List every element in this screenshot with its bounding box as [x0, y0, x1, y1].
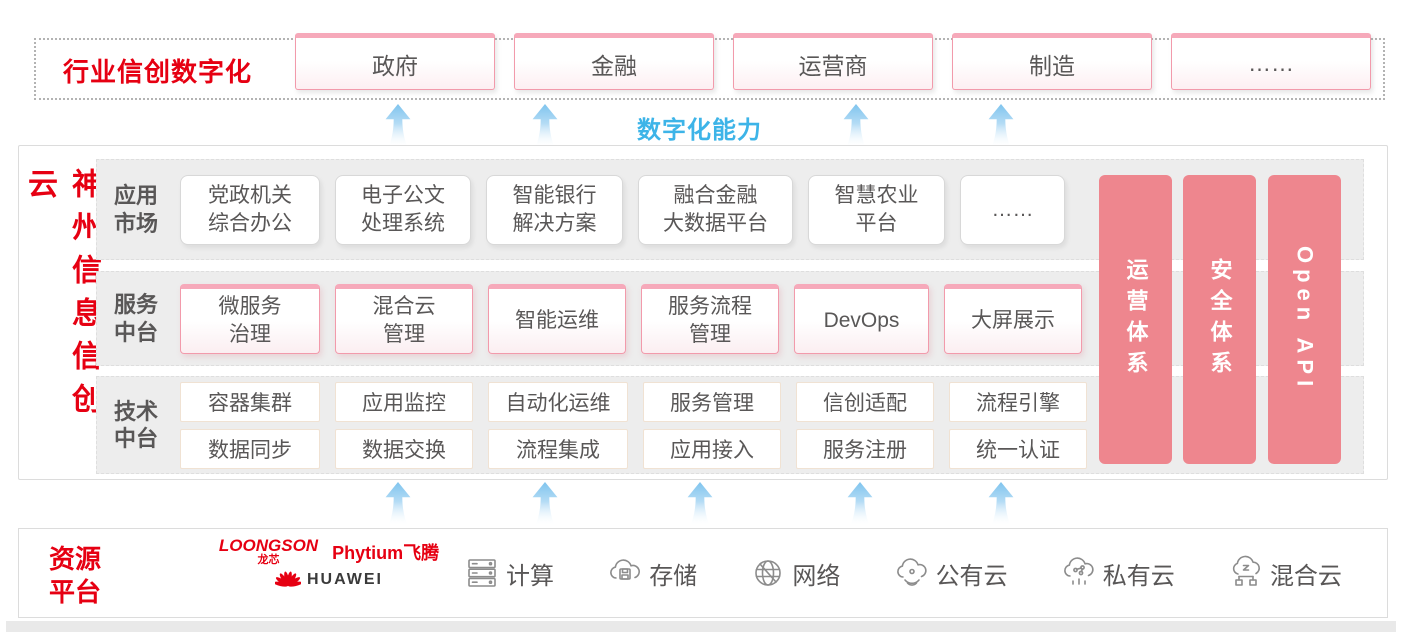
up-arrow-icon [532, 104, 558, 148]
resource-item-label: 网络 [792, 562, 841, 590]
service-box: 服务流程 管理 [641, 283, 779, 354]
platform-vertical-title: 神州信息信创云 [23, 168, 100, 426]
loongson-wordmark: LOONGSON [218, 536, 319, 555]
up-arrow-icon [687, 482, 713, 526]
tech-box: 容器集群 [180, 381, 320, 422]
tech-middle-label: 技术 中台 [114, 398, 159, 452]
industry-box-manufacturing: 制造 [952, 33, 1152, 90]
tech-box: 信创适配 [796, 381, 934, 422]
up-arrow-icon [385, 482, 411, 526]
resource-item-label: 计算 [506, 562, 554, 590]
cloud-platform-panel: 神州信息信创云 应用 市场 党政机关 综合办公 电子公文 处理系统 智能银行 解… [18, 145, 1388, 480]
tech-box: 应用接入 [643, 428, 781, 469]
tech-box: 自动化运维 [488, 381, 628, 422]
industry-box-government: 政府 [295, 33, 495, 90]
vendor-logos: LOONGSON 龙芯 Phytium飞腾 [209, 537, 449, 592]
resource-platform-panel: 资源 平台 LOONGSON 龙芯 Phytium飞腾 [18, 528, 1388, 618]
industry-boxes: 政府 金融 运营商 制造 …… [295, 33, 1371, 90]
service-middle-boxes: 微服务 治理 混合云 管理 智能运维 服务流程 管理 DevOps 大屏展示 [180, 283, 1082, 354]
resource-item-label: 公有云 [935, 562, 1008, 590]
app-market-band: 应用 市场 党政机关 综合办公 电子公文 处理系统 智能银行 解决方案 融合金融… [96, 159, 1364, 260]
tech-box: 流程集成 [488, 428, 628, 469]
capability-label: 数字化能力 [637, 117, 762, 144]
huawei-logo: HUAWEI [275, 568, 383, 592]
resource-item-network: 网络 [750, 555, 840, 591]
resource-item-storage: 存储 [607, 555, 697, 591]
industry-banner-title: 行业信创数字化 [63, 57, 253, 87]
loongson-logo: LOONGSON 龙芯 [219, 537, 318, 566]
app-box-more: …… [960, 174, 1065, 245]
loongson-cn-label: 龙芯 [257, 554, 280, 566]
resource-platform-title: 资源 平台 [49, 544, 102, 607]
up-arrow-icon [988, 104, 1014, 148]
app-box: 智慧农业 平台 [808, 174, 945, 245]
sidebar-operation-system: 运营体系 [1099, 175, 1172, 464]
phytium-logo: Phytium飞腾 [332, 543, 440, 563]
huawei-wordmark: HUAWEI [307, 571, 383, 588]
resource-item-label: 私有云 [1102, 562, 1175, 590]
resource-item-label: 混合云 [1269, 562, 1342, 590]
tech-box: 流程引擎 [949, 381, 1087, 422]
service-box: 混合云 管理 [335, 283, 473, 354]
tech-box: 服务注册 [796, 428, 934, 469]
resource-item-hybrid-cloud: 混合云 [1228, 555, 1342, 591]
resource-item-label: 存储 [649, 562, 698, 590]
bottom-divider [6, 621, 1396, 632]
tech-box: 数据同步 [180, 428, 320, 469]
up-arrow-icon [847, 482, 873, 526]
tech-box: 应用监控 [335, 381, 473, 422]
app-market-boxes: 党政机关 综合办公 电子公文 处理系统 智能银行 解决方案 融合金融 大数据平台… [180, 174, 1065, 245]
up-arrow-icon [988, 482, 1014, 526]
industry-box-more: …… [1171, 33, 1371, 90]
app-box: 融合金融 大数据平台 [638, 174, 793, 245]
service-box: 大屏展示 [944, 283, 1082, 354]
huawei-flower-icon [275, 571, 301, 587]
app-box: 党政机关 综合办公 [180, 174, 320, 245]
resource-item-private-cloud: 私有云 [1061, 555, 1175, 591]
up-arrow-icon [843, 104, 869, 148]
sidebar-open-api: Open API [1268, 175, 1341, 464]
service-middle-band: 服务 中台 微服务 治理 混合云 管理 智能运维 服务流程 管理 DevOps … [96, 271, 1364, 366]
tech-middle-band: 技术 中台 容器集群 应用监控 自动化运维 服务管理 信创适配 流程引擎 数据同… [96, 376, 1364, 474]
industry-box-finance: 金融 [514, 33, 714, 90]
tech-box: 数据交换 [335, 428, 473, 469]
hybrid-cloud-icon [1232, 555, 1260, 586]
service-box: 智能运维 [488, 283, 626, 354]
app-box: 电子公文 处理系统 [335, 174, 471, 245]
up-arrow-icon [532, 482, 558, 526]
storage-icon [610, 559, 641, 580]
tech-box: 统一认证 [949, 428, 1087, 469]
resource-item-compute: 计算 [464, 555, 554, 591]
network-icon [755, 560, 782, 586]
public-cloud-icon [896, 558, 927, 586]
resource-items: 计算 存储 网络 [464, 529, 1342, 617]
service-middle-label: 服务 中台 [114, 292, 159, 345]
service-box: 微服务 治理 [180, 283, 320, 354]
up-arrow-icon [385, 104, 411, 148]
app-market-label: 应用 市场 [114, 183, 159, 236]
private-cloud-icon [1063, 557, 1094, 585]
industry-box-operator: 运营商 [733, 33, 933, 90]
resource-item-public-cloud: 公有云 [894, 555, 1008, 591]
tech-box: 服务管理 [643, 381, 781, 422]
service-box: DevOps [794, 283, 929, 354]
sidebar-security-system: 安全体系 [1183, 175, 1256, 464]
tech-middle-boxes: 容器集群 应用监控 自动化运维 服务管理 信创适配 流程引擎 数据同步 数据交换… [180, 381, 1087, 469]
app-box: 智能银行 解决方案 [486, 174, 623, 245]
compute-icon [468, 559, 496, 587]
